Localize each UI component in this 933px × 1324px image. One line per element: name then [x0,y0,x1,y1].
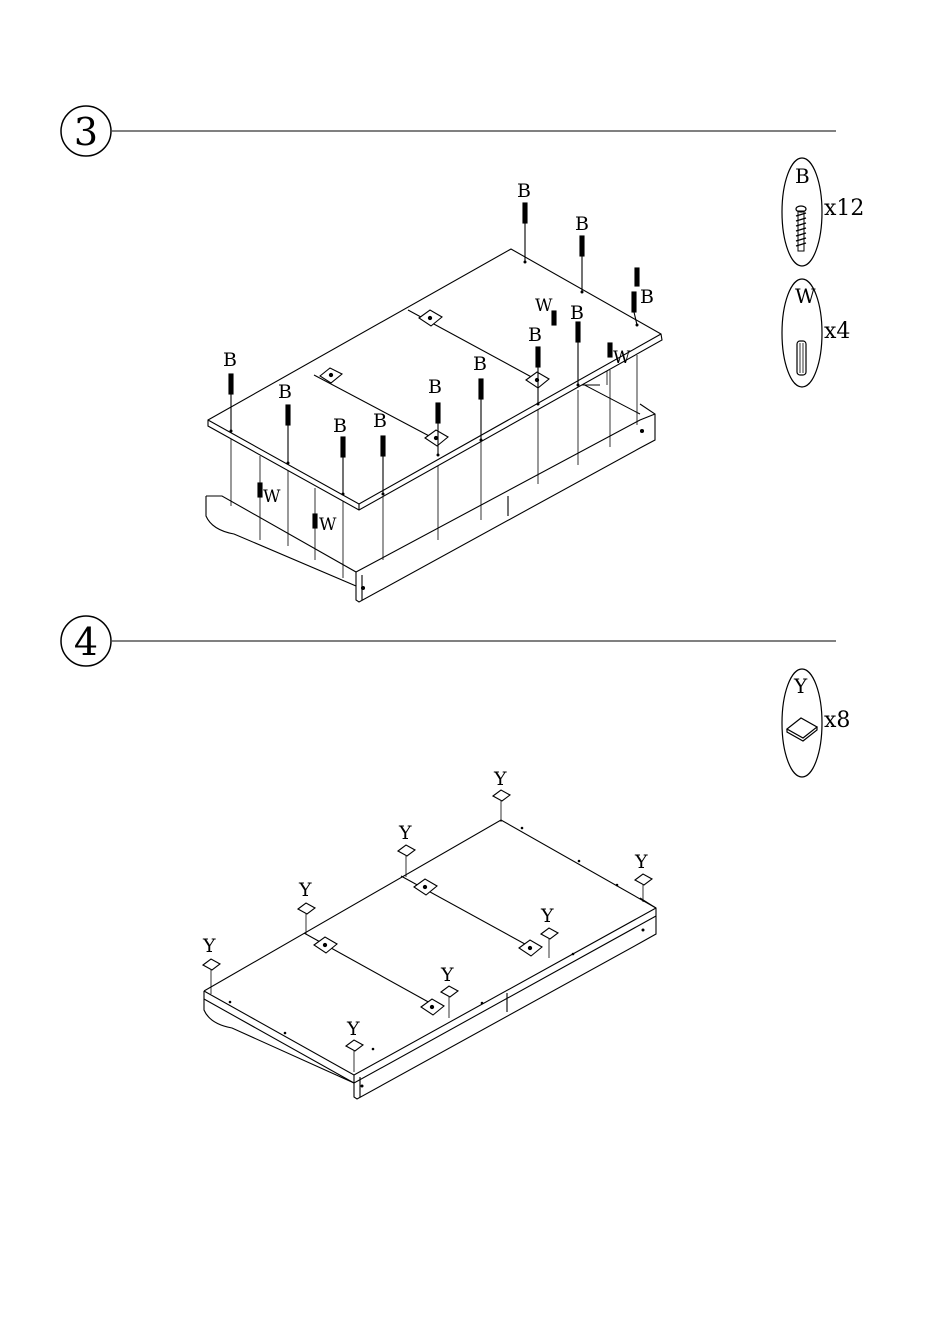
step-3-header: 3 [61,106,836,156]
screw-icon [635,268,639,286]
foot-pad-icon [398,845,415,877]
step-3-parts-legend: B x12 W x4 [782,158,864,387]
screw-callout-label: B [223,349,237,371]
dowel-icon [552,311,556,325]
pad-callout-label: Y [346,1018,360,1040]
screw-callout-label: B [333,415,347,437]
step-4-drawing [203,790,656,1099]
part-quantity: x12 [824,196,864,221]
step-4-labels: Y Y Y Y Y Y Y Y [202,768,648,1040]
pad-callout-label: Y [634,851,648,873]
screw-icon [580,236,584,292]
pad-callout-label: Y [540,905,554,927]
screw-icon [523,203,527,262]
foot-pad-icon [346,1040,363,1072]
dowel-icon [313,514,317,528]
pad-callout-label: Y [202,935,216,957]
foot-pad-icon [787,718,817,741]
screw-icon [796,206,806,251]
screw-callout-label: B [575,213,589,235]
part-y-callout: Y x8 [782,669,850,777]
step-4-header: 4 [61,616,836,666]
screw-callout-label: B [640,286,654,308]
part-quantity: x8 [824,708,850,733]
dowel-icon [797,341,806,375]
connector-plate [414,879,437,895]
foot-pad-icon [298,903,315,934]
dowel-callout-label: W [263,487,281,507]
connector-plate [421,999,444,1015]
screw-callout-label: B [517,180,531,202]
inverted-table-frame [204,820,656,1099]
pad-callout-label: Y [398,822,412,844]
part-letter: B [795,164,810,188]
step-3-drawing [206,203,662,602]
screw-callout-label: B [528,324,542,346]
step-number: 4 [74,620,98,664]
foot-pad-icon [493,790,510,822]
foot-pad-markers [203,790,652,1072]
part-w-callout: W x4 [782,279,850,387]
part-letter: W [795,284,816,308]
screw-callout-label: B [570,302,584,324]
screw-callout-label: B [278,381,292,403]
foot-pad-icon [441,986,458,1018]
screw-callout-label: B [373,410,387,432]
part-letter: Y [793,674,808,698]
pad-callout-label: Y [493,768,507,790]
dowel-icon [608,343,612,357]
pad-callout-label: Y [298,879,312,901]
dowel-callout-label: W [319,515,337,535]
part-quantity: x4 [824,319,850,344]
connector-plate [314,937,337,953]
dowel-icon [258,483,262,497]
step-4-parts-legend: Y x8 [782,669,850,777]
screw-callout-label: B [473,353,487,375]
dowel-callout-label: W [535,296,553,316]
screw-callout-label: B [428,376,442,398]
step-number: 3 [74,110,98,154]
part-b-callout: B x12 [782,158,864,266]
foot-pad-icon [203,959,220,994]
dowel-callout-label: W [613,348,631,368]
foot-pad-icon [541,928,558,958]
pad-callout-label: Y [440,964,454,986]
